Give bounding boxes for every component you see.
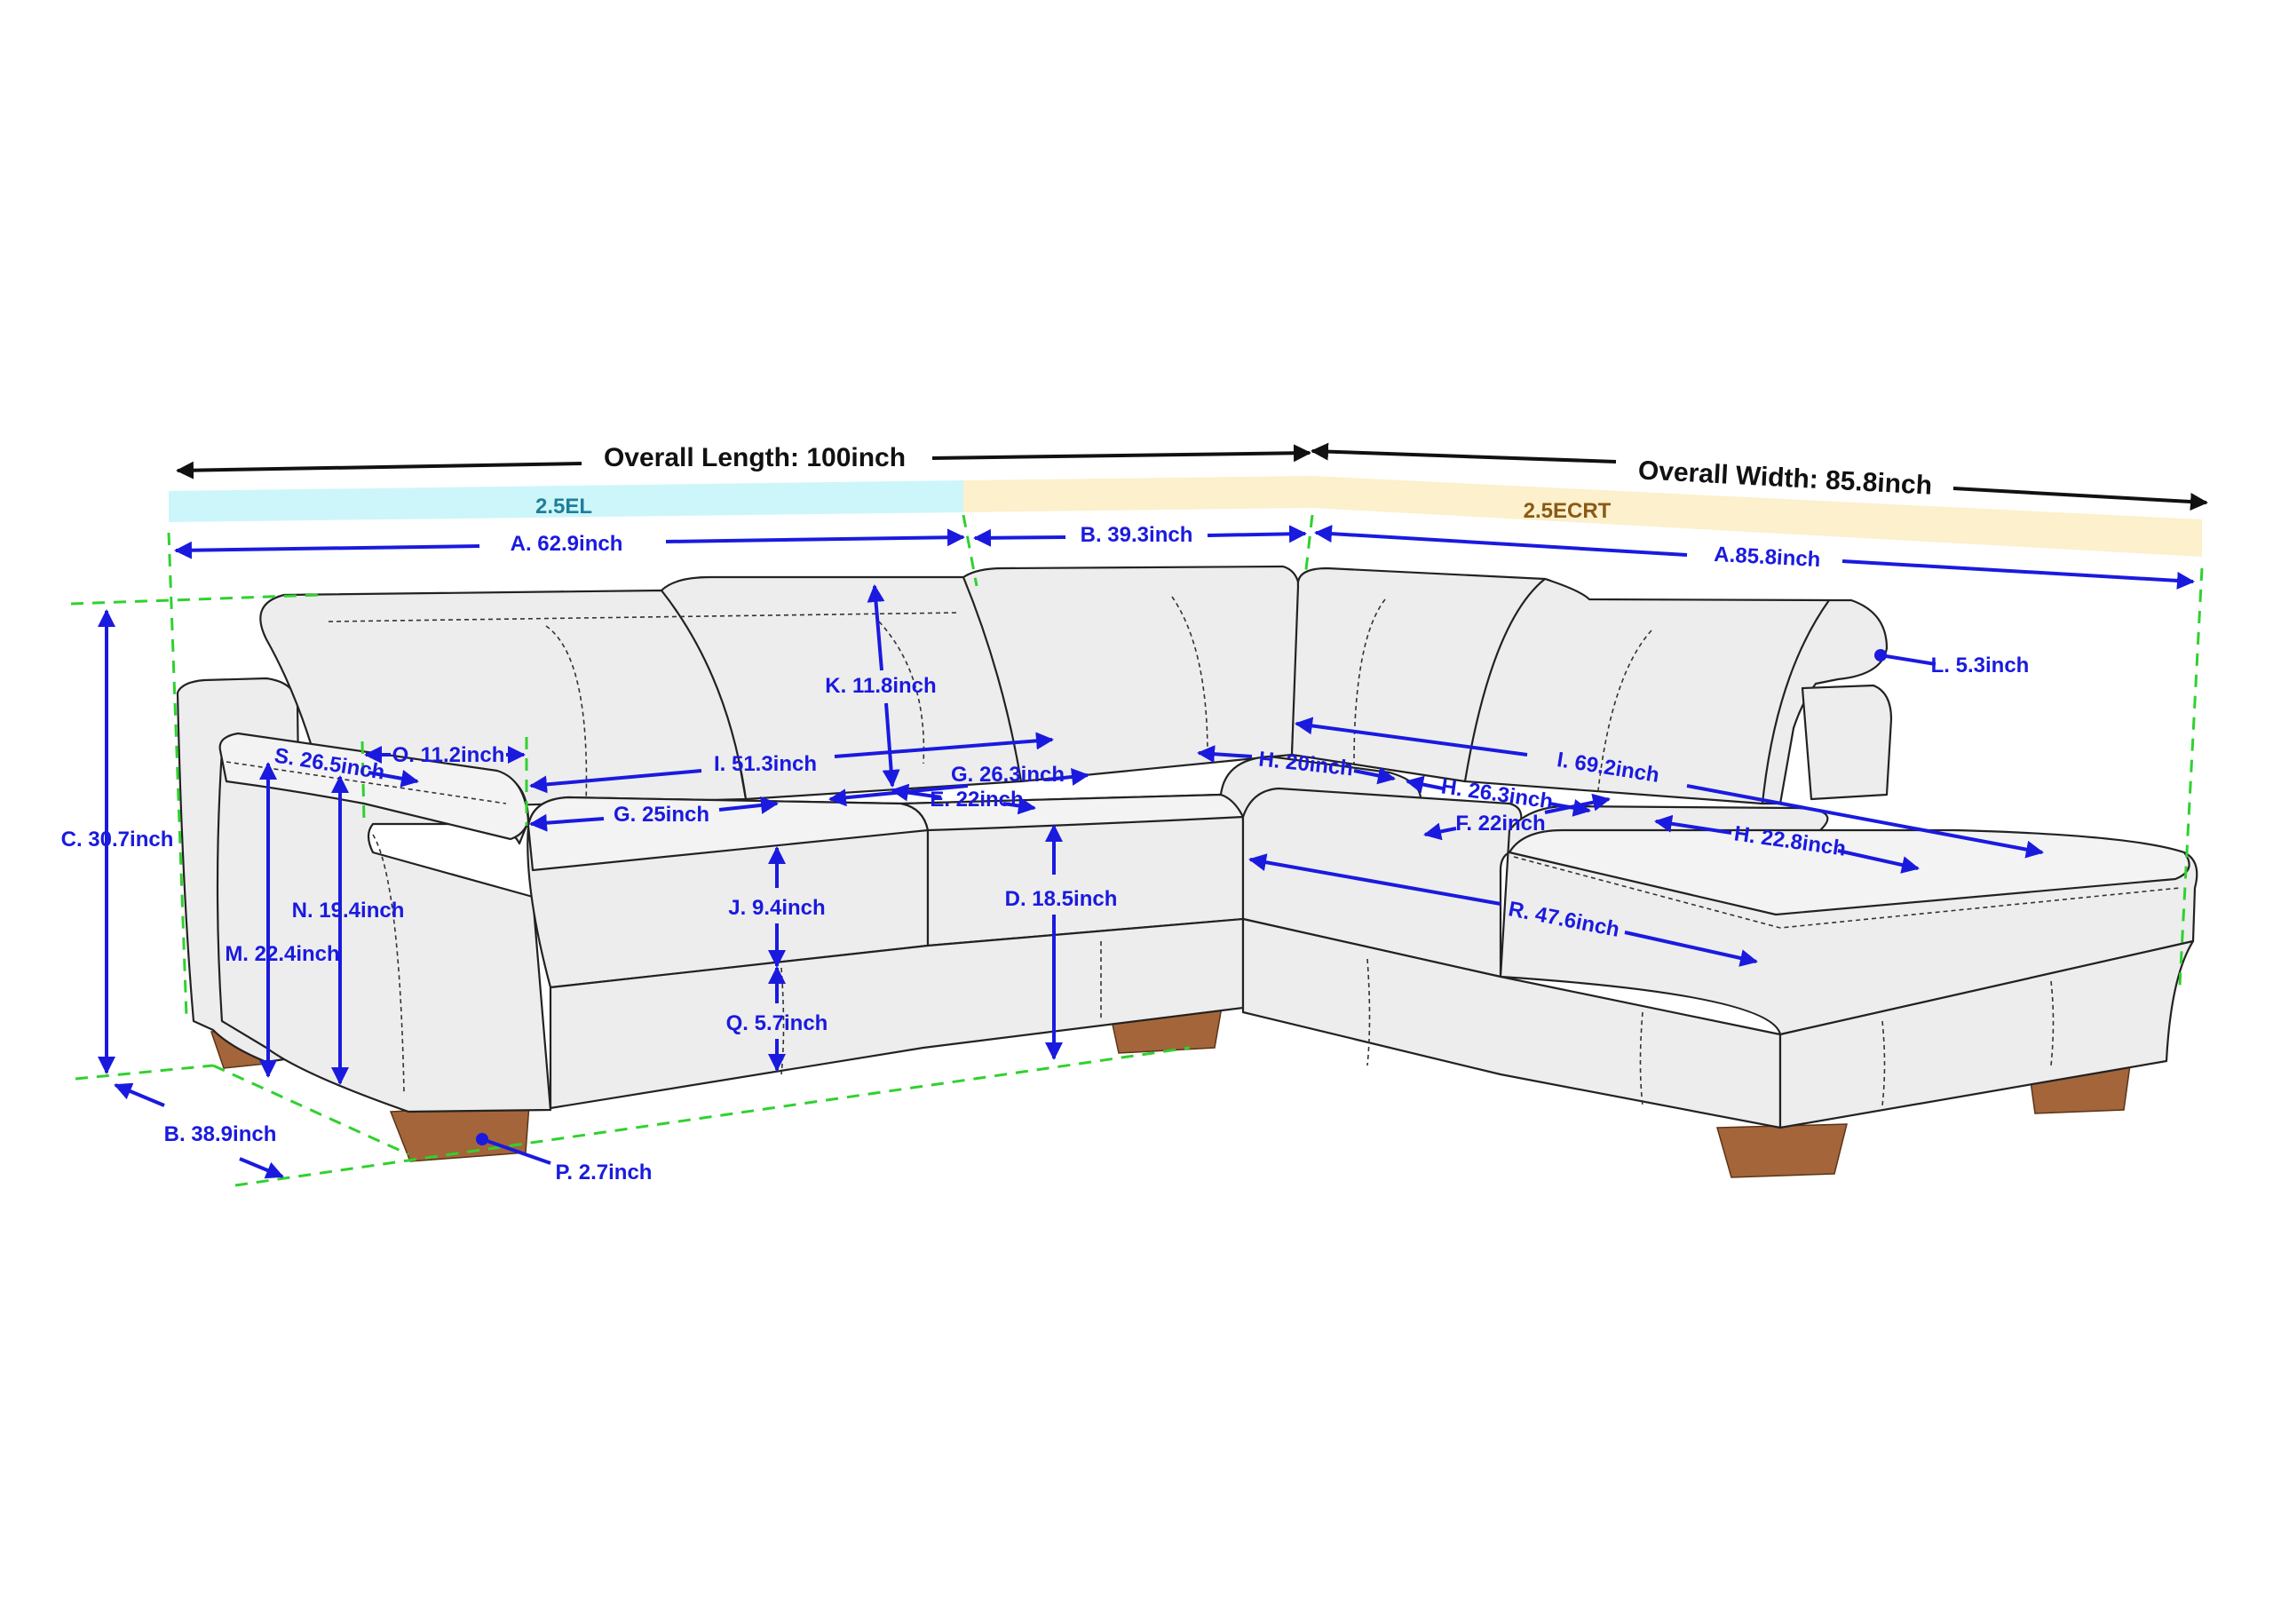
dim-E-label: E. 22inch — [930, 788, 1023, 812]
back-stitch-top — [328, 612, 960, 622]
dim-I-left-arrow-l — [529, 769, 702, 794]
base-chaise — [1778, 939, 2195, 1129]
dim-B-corner-arrow-l — [973, 528, 1066, 547]
dim-K-label: K. 11.8inch — [825, 674, 936, 698]
back-stitch-4 — [1353, 598, 1386, 764]
chaise-stitch — [1513, 856, 2181, 929]
dim-H-corner-arrow-l — [1197, 745, 1253, 764]
dim-P-dot — [476, 1133, 488, 1145]
section-band-right — [963, 476, 1312, 512]
dim-R-arrow-l — [1248, 853, 1501, 906]
dim-K-arrow-top — [867, 584, 885, 671]
left-arm-stitch — [226, 761, 507, 804]
chaise-top — [1508, 828, 2190, 916]
dim-I-right-arrow-r — [1686, 784, 2044, 859]
dim-F-arrow-l — [1423, 822, 1457, 841]
overall-length-arrow-right — [931, 444, 1311, 463]
overall-width-arrow-left — [1311, 442, 1617, 463]
overall-length-arrow-left — [176, 461, 582, 479]
dim-G-mid-arrow-r — [1047, 768, 1089, 786]
base-stitch-5 — [1881, 1020, 1886, 1106]
dim-I-left-label: I. 51.3inch — [714, 752, 817, 776]
dim-S-arrow — [368, 769, 419, 788]
dim-G-left-arrow-l — [529, 813, 605, 832]
dim-I-right-arrow-l — [1295, 717, 1528, 757]
dim-H-chaise-arrow-r — [1837, 849, 1920, 874]
guide-vert-right — [2178, 567, 2204, 986]
dim-L-label: L. 5.3inch — [1931, 654, 2030, 677]
back-stitch-5 — [1597, 630, 1652, 791]
back-stitch-2 — [878, 621, 925, 764]
back-stitch-1 — [545, 625, 588, 804]
section-band-right-ext — [1312, 476, 2202, 557]
leg-left-front — [389, 1104, 530, 1162]
section-right-label: 2.5ECRT — [1524, 499, 1612, 523]
dim-F-label: F. 22inch — [1455, 812, 1545, 836]
guide-bottom-left — [75, 1064, 214, 1081]
right-side-panel — [1801, 684, 1893, 801]
dim-A-left-arrow-r — [665, 528, 965, 547]
dim-F-arrow-r — [1544, 793, 1611, 814]
section-left-label: 2.5EL — [535, 495, 592, 519]
guide-vert-left — [167, 532, 188, 1018]
base-stitch-4 — [1639, 1011, 1643, 1106]
dim-Q-label: Q. 5.7inch — [726, 1011, 828, 1035]
dim-B-depth-label: B. 38.9inch — [164, 1122, 277, 1146]
back-stitch-3 — [1171, 596, 1208, 756]
overall-length-label: Overall Length: 100inch — [604, 443, 906, 472]
dim-N-label: N. 19.4inch — [292, 899, 405, 923]
leg-right-front — [1716, 1123, 1848, 1178]
base-stitch-6 — [2050, 980, 2055, 1066]
dim-I-left-arrow-r — [834, 732, 1054, 758]
dimension-lines: A. 62.9inch B. 39.3inch A.85.8inch C. 30… — [61, 523, 2195, 1184]
guide-lines — [70, 514, 2204, 1187]
overall-width-label: Overall Width: 85.8inch — [1637, 456, 1933, 500]
dim-A-left-arrow-l — [174, 541, 480, 559]
dim-H-corner-arrow-r — [1353, 766, 1396, 785]
guide-depth-floor — [212, 1064, 409, 1156]
dim-G-left-label: G. 25inch — [614, 803, 709, 827]
dim-M-label: M. 22.4inch — [225, 942, 339, 966]
guide-arm-1 — [360, 741, 366, 822]
guide-vert-corner — [1303, 514, 1314, 578]
dim-P-label: P. 2.7inch — [556, 1161, 653, 1184]
dim-J-label: J. 9.4inch — [728, 896, 825, 920]
dim-G-mid-label: G. 26.3inch — [951, 763, 1065, 787]
overall-width-arrow-right — [1952, 487, 2208, 511]
dim-L-dot — [1874, 649, 1887, 661]
dim-R-arrow-r — [1624, 931, 1758, 967]
dim-L-pointer — [1880, 654, 1936, 666]
section-band-left — [169, 480, 963, 522]
dim-G-left-arrow-r — [718, 796, 779, 814]
seat-top-1 — [527, 796, 930, 872]
dim-A-right-arrow-l — [1314, 525, 1688, 557]
dim-E-arrow-l — [891, 783, 942, 802]
dim-C-label: C. 30.7inch — [61, 828, 174, 852]
dim-A-left-label: A. 62.9inch — [511, 532, 623, 556]
dim-E-arrow-r — [1002, 796, 1036, 815]
dim-B-corner-label: B. 39.3inch — [1081, 523, 1193, 547]
dim-H-chaise-arrow-l — [1654, 814, 1732, 835]
left-arm-stitch-front — [372, 834, 405, 1093]
dim-P-pointer — [481, 1137, 551, 1165]
dim-B-depth-arrow-r — [239, 1157, 284, 1179]
dim-H-mid-arrow-l — [1406, 775, 1444, 794]
dim-O-label: O. 11.2inch — [392, 743, 505, 767]
left-arm-top — [218, 732, 530, 841]
base-stitch-3 — [1366, 958, 1371, 1066]
dim-K-arrow-bottom — [882, 702, 900, 788]
dim-A-right-label: A.85.8inch — [1714, 543, 1821, 572]
dim-B-depth-arrow-l — [114, 1082, 165, 1107]
dim-B-corner-arrow-r — [1207, 525, 1307, 543]
dim-D-label: D. 18.5inch — [1005, 887, 1118, 911]
guide-vert-section — [962, 514, 978, 587]
guide-floor-front — [234, 1046, 1191, 1187]
dim-A-right-arrow-r — [1841, 559, 2195, 590]
